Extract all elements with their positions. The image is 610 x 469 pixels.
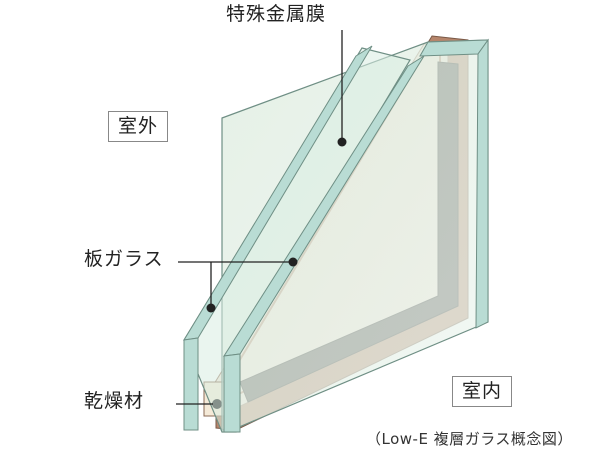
label-indoor: 室内 — [452, 376, 513, 407]
label-desiccant: 乾燥材 — [84, 390, 145, 412]
leader-dot-plate-glass-inner — [288, 257, 298, 267]
label-plate-glass: 板ガラス — [84, 248, 164, 270]
glass-edge-middle-bottom — [223, 353, 241, 433]
glass-edge-rear-right — [475, 38, 489, 329]
glass-edge-front-bottom — [183, 337, 199, 431]
label-special-metal-film: 特殊金属膜 — [226, 3, 327, 25]
diagram-caption: （Low-E 複層ガラス概念図） — [366, 430, 573, 448]
leader-dot-metal-film — [337, 137, 347, 147]
leader-dot-plate-glass-outer — [206, 303, 216, 313]
label-outdoor: 室外 — [108, 111, 169, 142]
